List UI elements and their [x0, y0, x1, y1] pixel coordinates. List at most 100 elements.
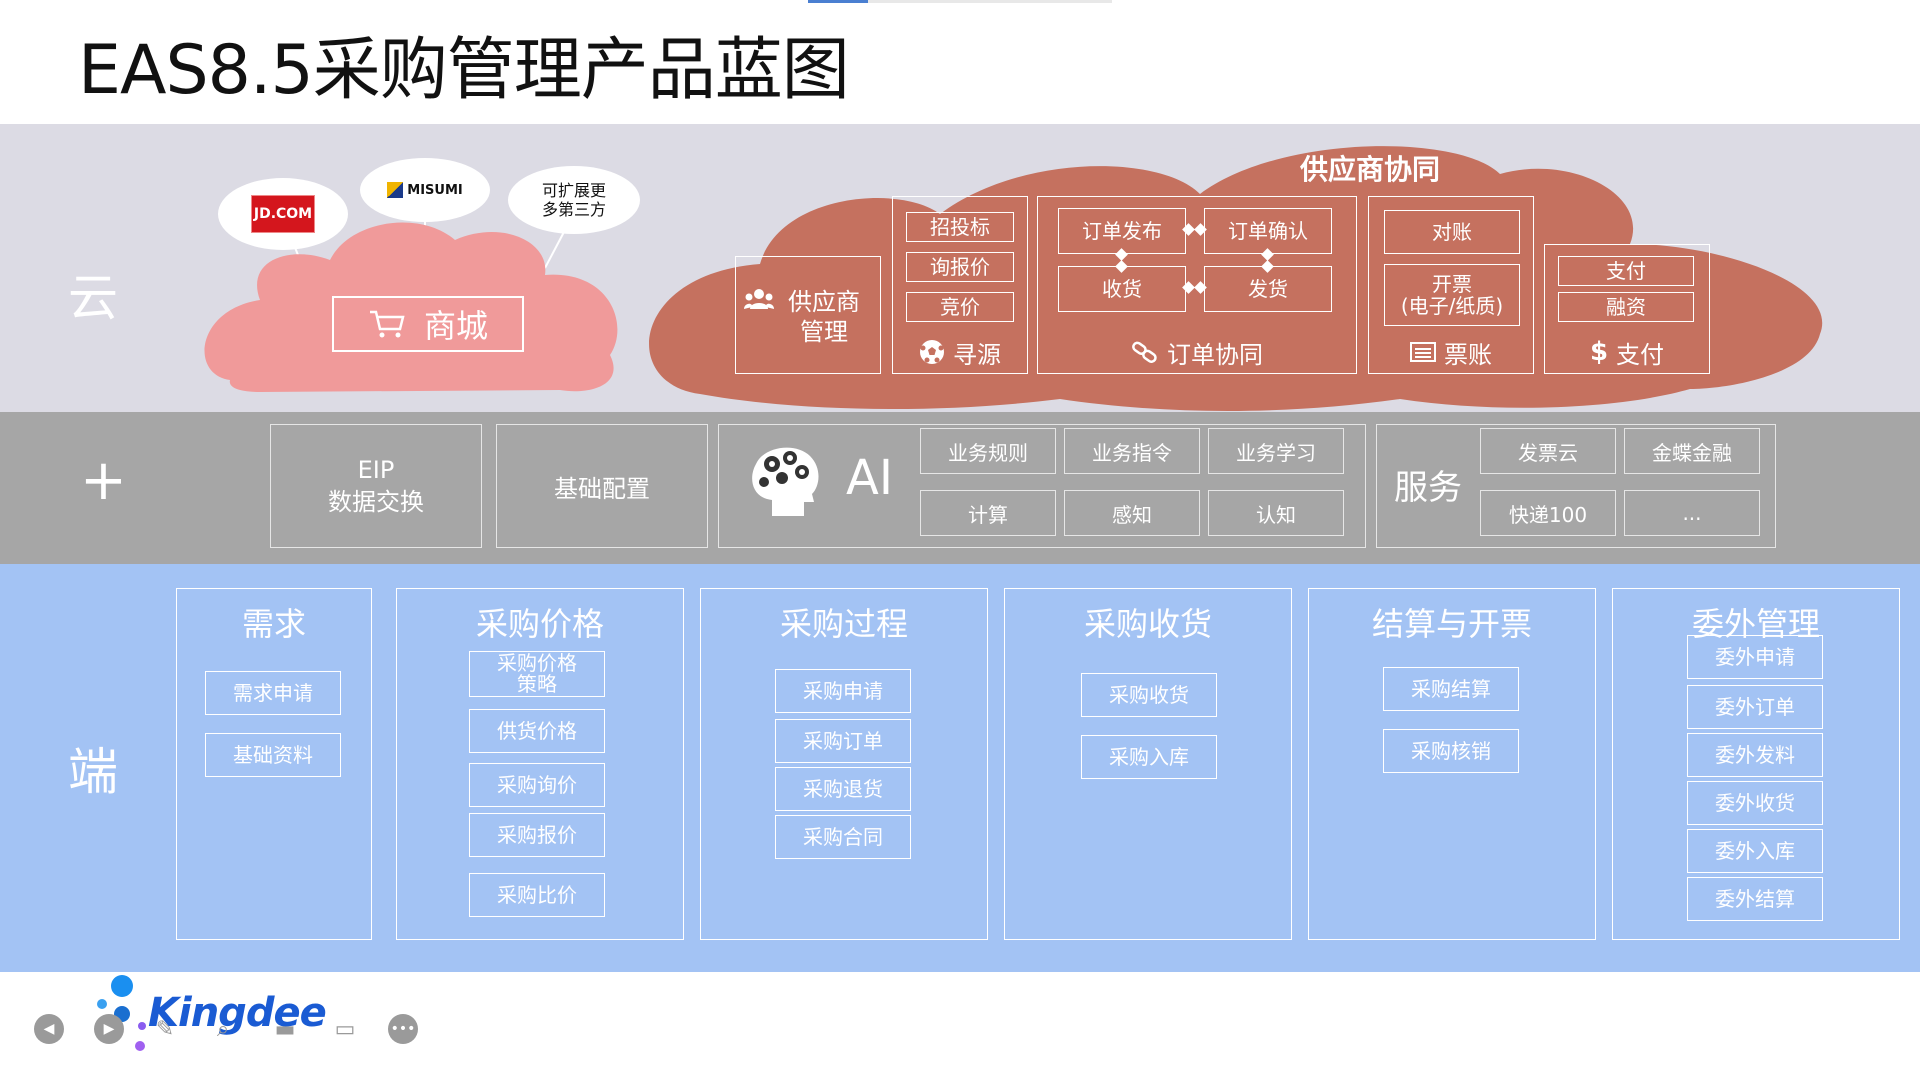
column-item: 委外收货 — [1687, 781, 1823, 825]
column-item: 采购询价 — [469, 763, 605, 807]
end-band — [0, 564, 1920, 972]
link-icon — [1132, 341, 1157, 363]
previous-slide-button[interactable]: ◀ — [34, 1014, 64, 1044]
invoice-label: 票账 — [1444, 340, 1492, 369]
column-title: 结算与开票 — [1371, 605, 1532, 643]
mall-label: 商城 — [423, 307, 488, 345]
column-item: 采购价格 策略 — [469, 651, 605, 697]
column-item: 采购合同 — [775, 815, 911, 859]
users-icon — [744, 289, 774, 309]
invoice-item-issue: 开票 (电子/纸质) — [1384, 264, 1520, 326]
camera-icon[interactable]: ▬ — [274, 1016, 296, 1042]
sourcing-footer: 寻源 — [892, 334, 1028, 370]
column-title: 采购价格 — [475, 605, 604, 643]
column-purchase-receipt: 采购收货 采购收货 采购入库 — [1004, 588, 1292, 940]
page-title: EAS8.5采购管理产品蓝图 — [78, 31, 850, 110]
ai-item-perception: 感知 — [1064, 490, 1200, 536]
zoom-icon[interactable]: ⌕ — [216, 1016, 230, 1042]
column-title: 采购过程 — [779, 605, 908, 643]
supplier-management-box: 供应商管理 — [735, 256, 881, 374]
column-item: 采购收货 — [1081, 673, 1217, 717]
column-purchase-price: 采购价格 采购价格 策略 供货价格 采购询价 采购报价 采购比价 — [396, 588, 684, 940]
column-outsourcing: 委外管理 委外申请 委外订单 委外发料 委外收货 委外入库 委外结算 — [1612, 588, 1900, 940]
next-slide-button[interactable]: ▶ — [94, 1014, 124, 1044]
service-box — [1376, 424, 1776, 548]
misumi-bubble: MISUMI — [360, 158, 490, 222]
column-item: 基础资料 — [205, 733, 341, 777]
column-item: 采购入库 — [1081, 735, 1217, 779]
ai-item-business-rules: 业务规则 — [920, 428, 1056, 474]
column-item: 采购结算 — [1383, 667, 1519, 711]
sourcing-item-bidding: 招投标 — [906, 212, 1014, 242]
column-settlement-invoice: 结算与开票 采购结算 采购核销 — [1308, 588, 1596, 940]
payment-item-pay: 支付 — [1558, 256, 1694, 286]
sourcing-item-auction: 竞价 — [906, 292, 1014, 322]
connector-arrow-icon — [1262, 248, 1274, 274]
base-config-box: 基础配置 — [496, 424, 708, 548]
sourcing-label: 寻源 — [953, 340, 1001, 369]
connector-arrow-icon — [1116, 248, 1128, 274]
payment-footer: $ 支付 — [1544, 334, 1710, 370]
order-collab-footer: 订单协同 — [1037, 334, 1357, 370]
service-label: 服务 — [1394, 468, 1462, 508]
misumi-text: MISUMI — [407, 182, 463, 198]
column-title: 采购收货 — [1083, 605, 1212, 643]
supplier-collab-title: 供应商协同 — [1300, 153, 1441, 186]
payment-item-finance: 融资 — [1558, 292, 1694, 322]
column-item: 需求申请 — [205, 671, 341, 715]
payment-label: 支付 — [1616, 340, 1665, 369]
ai-box — [718, 424, 1366, 548]
kingdee-brand-text: Kingdee — [148, 990, 327, 1036]
ai-item-business-commands: 业务指令 — [1064, 428, 1200, 474]
cloud-band-label: 云 — [68, 269, 118, 327]
column-item: 采购比价 — [469, 873, 605, 917]
soccer-ball-icon — [920, 340, 944, 364]
order-collab-box — [1037, 196, 1357, 374]
column-item: 委外发料 — [1687, 733, 1823, 777]
invoice-footer: 票账 — [1368, 334, 1534, 370]
more-third-party-label: 可扩展更多第三方 — [541, 181, 606, 219]
eip-box: EIP 数据交换 — [270, 424, 482, 548]
column-item: 委外申请 — [1687, 635, 1823, 679]
connector-arrow-icon — [1182, 224, 1208, 236]
column-item: 采购退货 — [775, 767, 911, 811]
column-item: 委外结算 — [1687, 877, 1823, 921]
plus-band — [0, 412, 1920, 564]
mall-cloud-shape — [204, 220, 618, 392]
column-item: 采购订单 — [775, 719, 911, 763]
column-item: 采购报价 — [469, 813, 605, 857]
ai-item-cognition: 认知 — [1208, 490, 1344, 536]
order-collab-label: 订单协同 — [1167, 340, 1263, 369]
service-item-kingdee-finance: 金蝶金融 — [1624, 428, 1760, 474]
pen-icon[interactable]: ✎ — [155, 1016, 175, 1042]
service-item-kuaidi100: 快递100 — [1480, 490, 1616, 536]
column-item: 采购核销 — [1383, 729, 1519, 773]
column-item: 委外订单 — [1687, 685, 1823, 729]
ai-item-business-learning: 业务学习 — [1208, 428, 1344, 474]
dollar-icon: $ — [1589, 337, 1609, 367]
column-demand: 需求 需求申请 基础资料 — [176, 588, 372, 940]
invoice-item-reconcile: 对账 — [1384, 210, 1520, 254]
column-item: 供货价格 — [469, 709, 605, 753]
plus-band-label: + — [80, 448, 127, 513]
more-options-icon[interactable]: ••• — [388, 1014, 418, 1044]
brain-head-icon — [752, 447, 819, 516]
sourcing-item-inquiry: 询报价 — [906, 252, 1014, 282]
more-third-party-bubble: 可扩展更多第三方 — [508, 166, 640, 234]
misumi-logo: MISUMI — [387, 182, 463, 198]
end-band-label: 端 — [68, 743, 118, 801]
top-progress-marks — [808, 0, 1112, 3]
jd-bubble: JD.COM — [218, 178, 348, 250]
invoice-box — [1368, 196, 1534, 374]
cart-icon — [369, 310, 405, 338]
jd-logo: JD.COM — [251, 195, 315, 233]
column-title: 委外管理 — [1691, 605, 1820, 643]
column-title: 需求 — [241, 605, 306, 643]
misumi-cube-icon — [387, 182, 404, 198]
column-item: 委外入库 — [1687, 829, 1823, 873]
payment-box — [1544, 244, 1710, 374]
ai-label: AI — [846, 450, 893, 506]
column-item: 采购申请 — [775, 669, 911, 713]
subtitle-icon[interactable]: ▭ — [334, 1016, 356, 1042]
column-purchase-process: 采购过程 采购申请 采购订单 采购退货 采购合同 — [700, 588, 988, 940]
